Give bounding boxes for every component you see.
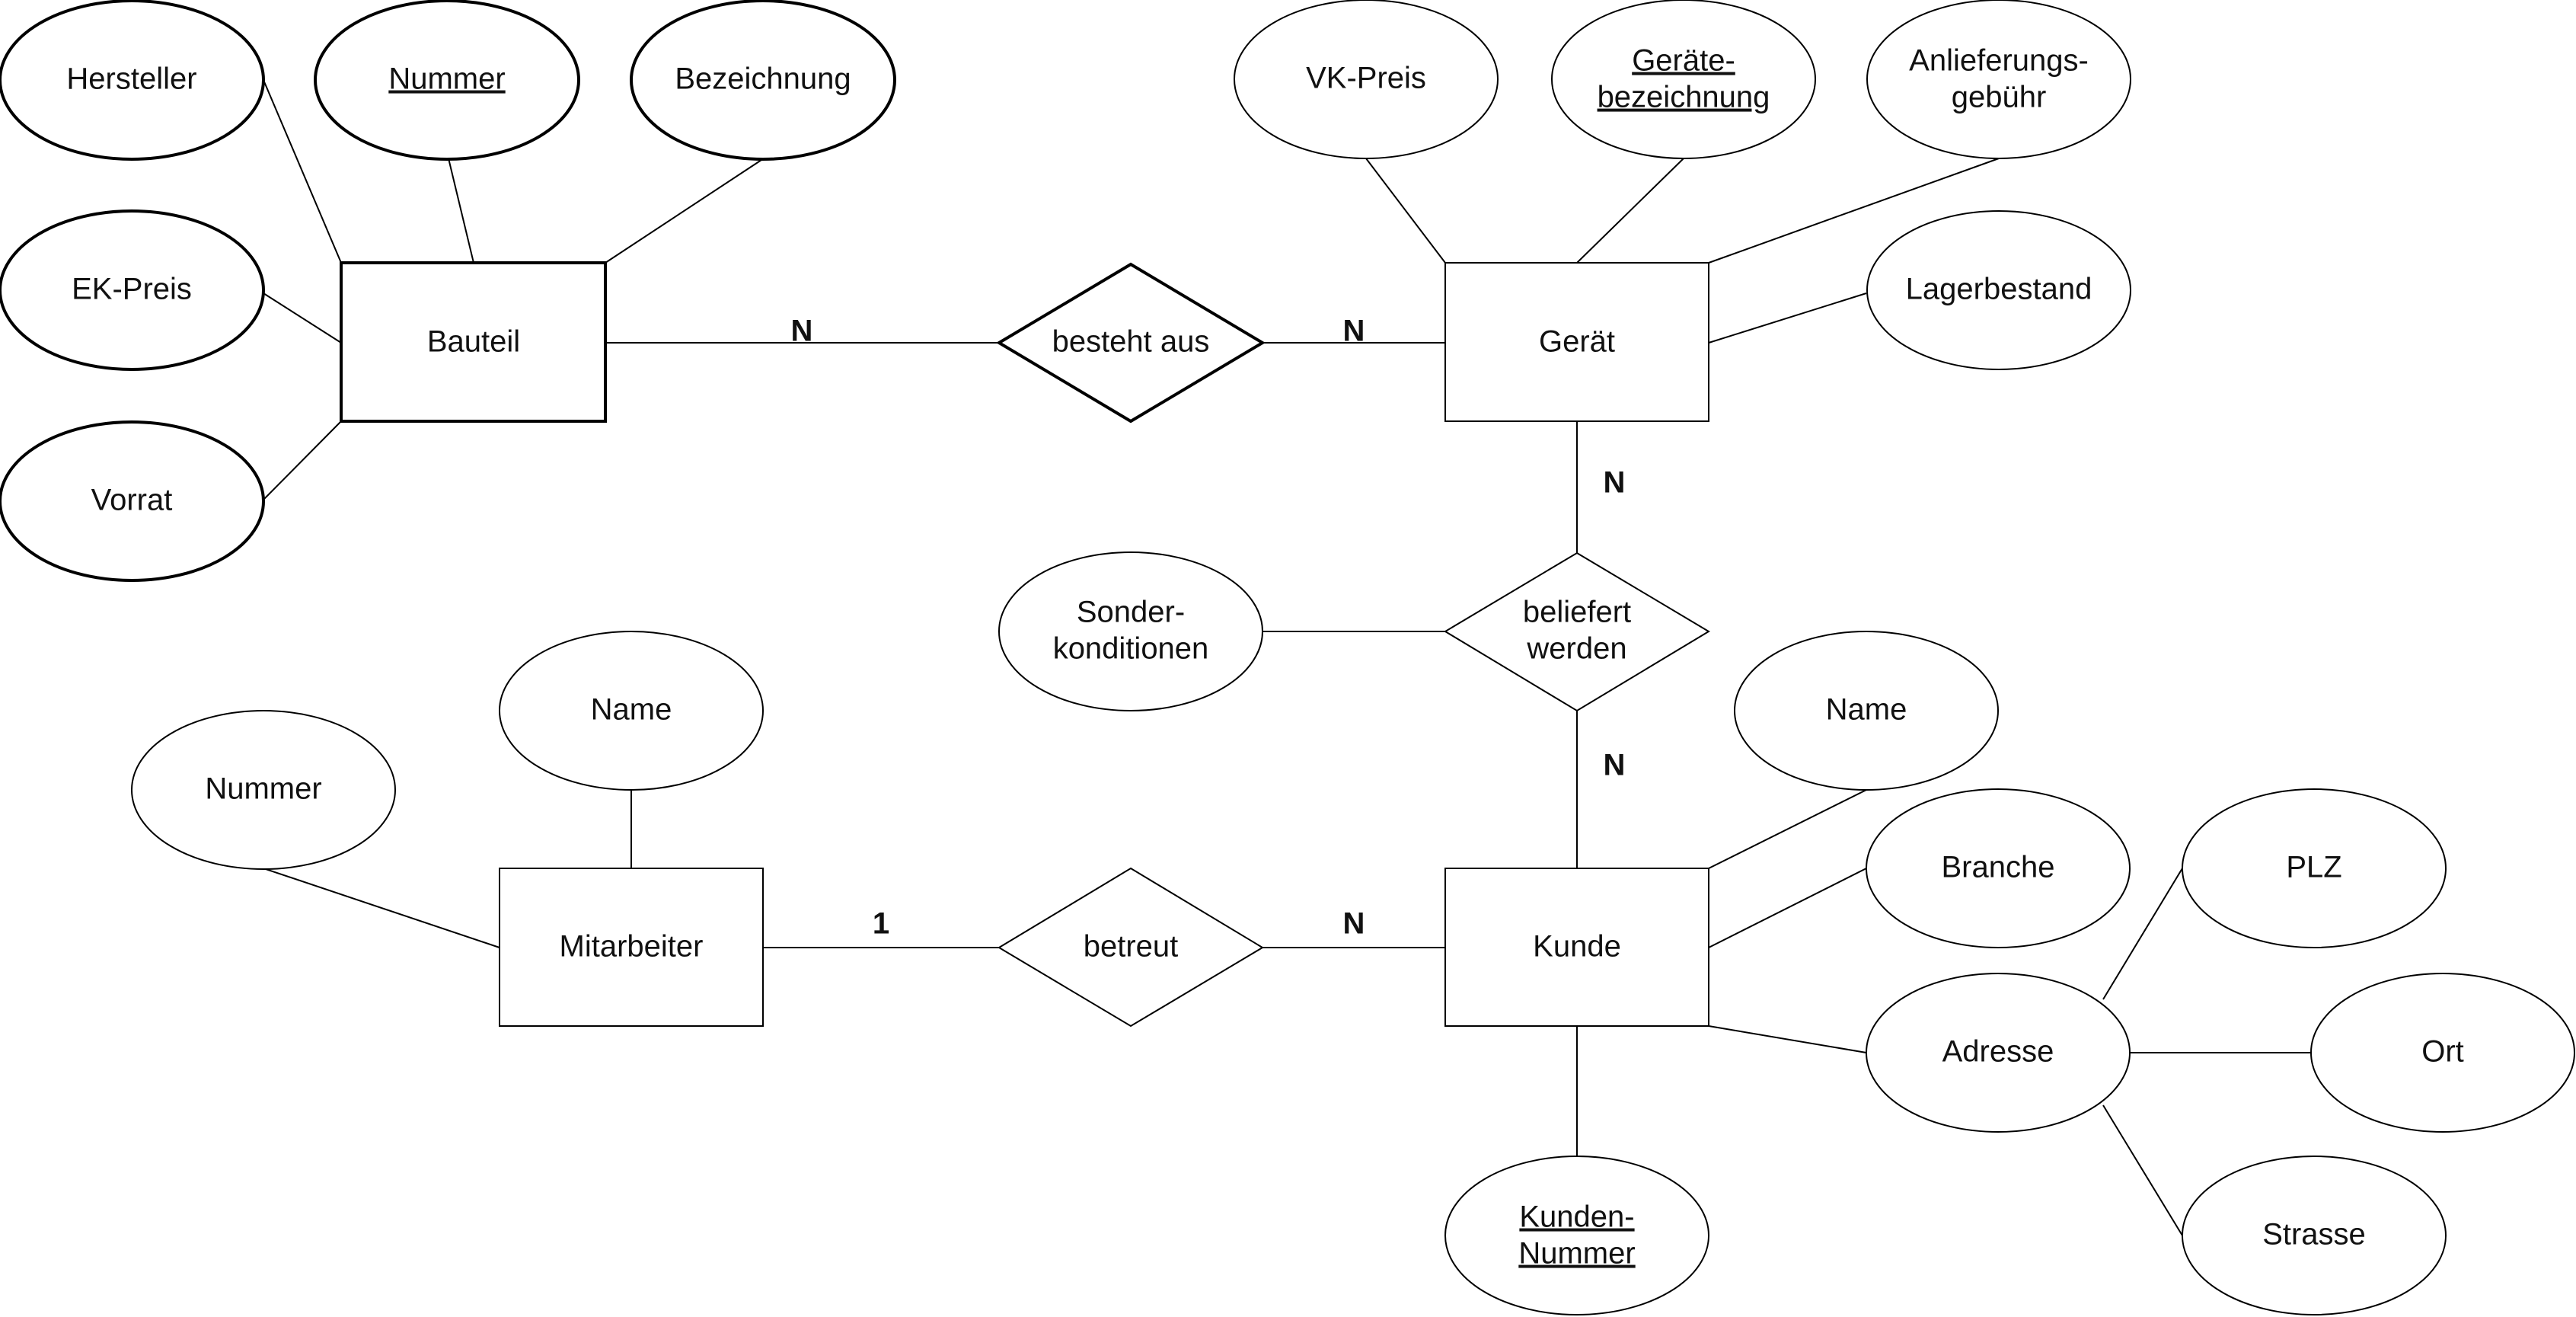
svg-text:Vorrat: Vorrat	[91, 484, 173, 517]
entity-bauteil: Bauteil	[340, 261, 607, 423]
svg-text:EK-Preis: EK-Preis	[72, 273, 192, 306]
attribute-adresse-ort: Ort	[2310, 973, 2575, 1133]
entity-label-kunde: Kunde	[1533, 930, 1621, 964]
relationship-beliefert-werden: beliefert werden	[1444, 551, 1710, 712]
svg-text:Nummer: Nummer	[1518, 1237, 1635, 1271]
line-adresse-plz	[2102, 868, 2183, 1000]
line-geraet-bezeichnung	[1576, 158, 1684, 264]
svg-text:beliefert: beliefert	[1523, 596, 1631, 629]
cardinality-mitarbeiter-betreut: 1	[873, 907, 889, 941]
attribute-sonderkonditionen: Sonder- konditionen	[998, 551, 1263, 711]
attribute-kunden-nummer-key: Kunden- Nummer	[1444, 1156, 1709, 1315]
line-bauteil-nummer	[448, 158, 474, 264]
attribute-bauteil-vorrat: Vorrat	[0, 420, 265, 582]
attribute-geraet-anlieferungsgebuehr: Anlieferungs- gebühr	[1866, 0, 2131, 159]
svg-text:Lagerbestand: Lagerbestand	[1906, 273, 2092, 306]
attribute-mitarbeiter-name: Name	[499, 631, 764, 791]
svg-text:Branche: Branche	[1942, 851, 2055, 884]
attribute-kunde-name: Name	[1734, 631, 1999, 791]
line-adresse-strasse	[2102, 1104, 2183, 1236]
svg-text:Geräte-: Geräte-	[1632, 44, 1735, 78]
line-bauteil-hersteller	[263, 79, 342, 264]
attribute-bauteil-ek-preis: EK-Preis	[0, 209, 265, 371]
relationship-besteht-aus: besteht aus	[996, 262, 1266, 424]
attribute-bauteil-nummer-key: Nummer	[314, 0, 580, 161]
entity-geraet: Gerät	[1444, 262, 1709, 422]
attribute-kunde-adresse: Adresse	[1866, 973, 2131, 1133]
svg-text:werden: werden	[1526, 632, 1626, 666]
cardinality-geraet-beliefert: N	[1604, 466, 1626, 500]
attribute-geraet-vk-preis: VK-Preis	[1234, 0, 1499, 159]
line-bauteil-vorrat	[263, 420, 342, 500]
svg-text:Nummer: Nummer	[205, 772, 321, 806]
attribute-geraet-lagerbestand: Lagerbestand	[1866, 210, 2131, 370]
cardinality-bauteil-besteht: N	[791, 315, 813, 348]
cardinalities: N N N N 1 N	[791, 315, 1626, 941]
svg-text:Kunden-: Kunden-	[1519, 1200, 1634, 1234]
attribute-adresse-plz: PLZ	[2182, 788, 2447, 948]
attribute-adresse-strasse: Strasse	[2182, 1156, 2447, 1315]
line-kunde-branche	[1708, 868, 1867, 948]
line-mitarbeiter-nummer	[263, 868, 500, 948]
svg-text:betreut: betreut	[1084, 930, 1179, 964]
entity-label-geraet: Gerät	[1539, 325, 1615, 359]
attribute-bauteil-bezeichnung: Bezeichnung	[630, 0, 896, 161]
attribute-kunde-branche: Branche	[1866, 788, 2131, 948]
attribute-mitarbeiter-nummer: Nummer	[131, 710, 396, 870]
svg-text:Strasse: Strasse	[2262, 1218, 2366, 1251]
svg-text:Bezeichnung: Bezeichnung	[675, 62, 851, 96]
attribute-geraete-bezeichnung-key: Geräte- bezeichnung	[1551, 0, 1816, 159]
relationship-betreut: betreut	[998, 867, 1264, 1028]
svg-text:gebühr: gebühr	[1952, 81, 2047, 114]
entity-label-bauteil: Bauteil	[427, 325, 520, 359]
line-bauteil-bezeichnung	[605, 158, 765, 264]
entity-mitarbeiter: Mitarbeiter	[499, 868, 764, 1027]
svg-text:Adresse: Adresse	[1942, 1035, 2054, 1069]
svg-text:Ort: Ort	[2421, 1035, 2464, 1069]
line-geraet-vkpreis	[1365, 158, 1446, 264]
entity-label-mitarbeiter: Mitarbeiter	[560, 930, 704, 964]
line-bauteil-ekpreis	[263, 292, 342, 344]
svg-text:besteht aus: besteht aus	[1052, 325, 1210, 359]
cardinality-geraet-besteht: N	[1343, 315, 1365, 348]
svg-text:PLZ: PLZ	[2286, 851, 2341, 884]
cardinality-kunde-betreut: N	[1343, 907, 1365, 941]
svg-text:Nummer: Nummer	[388, 62, 505, 96]
svg-text:bezeichnung: bezeichnung	[1598, 81, 1770, 114]
cardinality-kunde-beliefert: N	[1604, 749, 1626, 782]
svg-text:Name: Name	[1826, 693, 1907, 727]
svg-text:Name: Name	[591, 693, 672, 727]
line-geraet-lagerbestand	[1708, 292, 1867, 344]
svg-text:konditionen: konditionen	[1053, 632, 1209, 666]
connectors	[263, 79, 2314, 1236]
entity-kunde: Kunde	[1444, 868, 1709, 1027]
line-kunde-name	[1708, 789, 1867, 869]
line-kunde-adresse	[1708, 1025, 1867, 1053]
svg-text:Hersteller: Hersteller	[66, 62, 196, 96]
svg-text:VK-Preis: VK-Preis	[1306, 62, 1426, 95]
line-geraet-anlieferung	[1708, 158, 2000, 264]
svg-text:Anlieferungs-: Anlieferungs-	[1909, 44, 2089, 78]
svg-text:Sonder-: Sonder-	[1077, 596, 1185, 629]
attribute-bauteil-hersteller: Hersteller	[0, 0, 265, 161]
